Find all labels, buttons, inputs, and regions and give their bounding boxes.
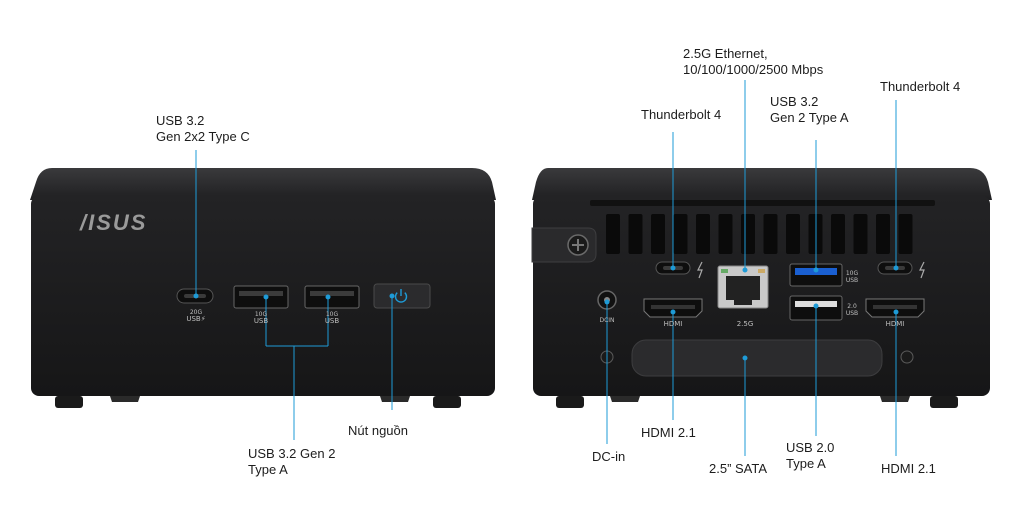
callout-sata: 2.5” SATA <box>709 461 768 476</box>
port-mark-line: 2.0 <box>847 303 857 310</box>
port-mark-line: USB⚡ <box>186 315 206 323</box>
callout-thunderbolt-right: Thunderbolt 4 <box>880 79 961 94</box>
screw <box>900 350 914 364</box>
callout-line-2: Type A <box>786 456 826 471</box>
vent-slot <box>786 214 800 254</box>
usb-top-mark: 10G USB <box>845 270 859 284</box>
port-mark-line: 10G <box>325 311 339 318</box>
power-button <box>373 283 431 309</box>
vent-slot <box>673 214 688 254</box>
foot <box>930 396 958 408</box>
sata-cover <box>631 339 883 377</box>
callout-line-1: 2.5G Ethernet, <box>683 46 768 61</box>
vent-slot <box>628 214 643 254</box>
vent-grille <box>606 214 913 254</box>
asus-logo: /ISUS <box>80 210 148 235</box>
dc-in-mark: DCIN <box>599 317 615 324</box>
callout-line-2: Gen 2 Type A <box>770 110 849 125</box>
vent-slot <box>696 214 710 254</box>
hdmi-right-mark: HDMI <box>885 320 905 328</box>
port-mark-line: USB <box>845 277 859 284</box>
callout-usb20: USB 2.0 Type A <box>786 440 834 472</box>
front-top-lid <box>30 168 496 200</box>
back-unit <box>531 168 992 408</box>
callout-line-1: USB 3.2 <box>770 94 819 109</box>
port-mark-line: 10G <box>254 311 268 318</box>
callout-usb-c: USB 3.2 Gen 2x2 Type C <box>156 113 250 145</box>
vent-slot <box>831 214 845 254</box>
callout-ethernet: 2.5G Ethernet, 10/100/1000/2500 Mbps <box>683 46 823 78</box>
callout-line-1: USB 2.0 <box>786 440 835 455</box>
hdmi-left-mark: HDMI <box>663 320 683 328</box>
callout-hdmi-left: HDMI 2.1 <box>641 425 696 440</box>
vent-slot <box>853 214 868 254</box>
callout-power: Nút nguồn <box>348 423 408 438</box>
vent-slot <box>741 214 755 254</box>
callout-line-1: USB 3.2 <box>156 113 205 128</box>
back-top-lid <box>532 168 992 200</box>
foot <box>556 396 584 408</box>
vent-slot <box>898 214 913 254</box>
vent-slot <box>763 214 778 254</box>
callout-line-2: Gen 2x2 Type C <box>156 129 250 144</box>
callout-line-2: Type A <box>248 462 288 477</box>
callout-usb32: USB 3.2 Gen 2 Type A <box>770 94 849 126</box>
usb-a1-mark: 10G USB <box>251 311 271 325</box>
foot <box>55 396 83 408</box>
callout-line-2: 10/100/1000/2500 Mbps <box>683 62 824 77</box>
port-mark-line: USB <box>324 317 340 325</box>
usb-a2-mark: 10G USB <box>322 311 342 325</box>
port-mark-line: USB <box>845 310 859 317</box>
vent-slot <box>718 214 733 254</box>
port-mark-line: 10G <box>845 270 859 277</box>
ethernet-mark: 2.5G <box>736 320 754 328</box>
callout-dc-in: DC-in <box>592 449 626 464</box>
vent-slot <box>651 214 665 254</box>
callout-hdmi-right: HDMI 2.1 <box>881 461 936 476</box>
thunderbolt-icon <box>919 261 925 279</box>
port-mark-line: USB <box>253 317 269 325</box>
port-mark-line: 20G <box>189 309 203 316</box>
vent-slot <box>606 214 620 254</box>
usb-a-port-2 <box>304 285 360 309</box>
usb-a-port-1 <box>233 285 289 309</box>
front-unit <box>30 168 496 408</box>
callout-lines <box>193 80 899 456</box>
vent-slot <box>876 214 890 254</box>
callout-thunderbolt-left: Thunderbolt 4 <box>641 107 722 122</box>
power-icon <box>394 289 408 303</box>
callout-line-1: USB 3.2 Gen 2 <box>248 446 336 461</box>
usb-bottom-mark: 2.0 USB <box>845 303 859 317</box>
usb-c-mark: 20G USB⚡ <box>186 309 206 323</box>
callout-usb-a: USB 3.2 Gen 2 Type A <box>248 446 335 478</box>
thunderbolt-icon <box>697 261 703 279</box>
foot <box>433 396 461 408</box>
